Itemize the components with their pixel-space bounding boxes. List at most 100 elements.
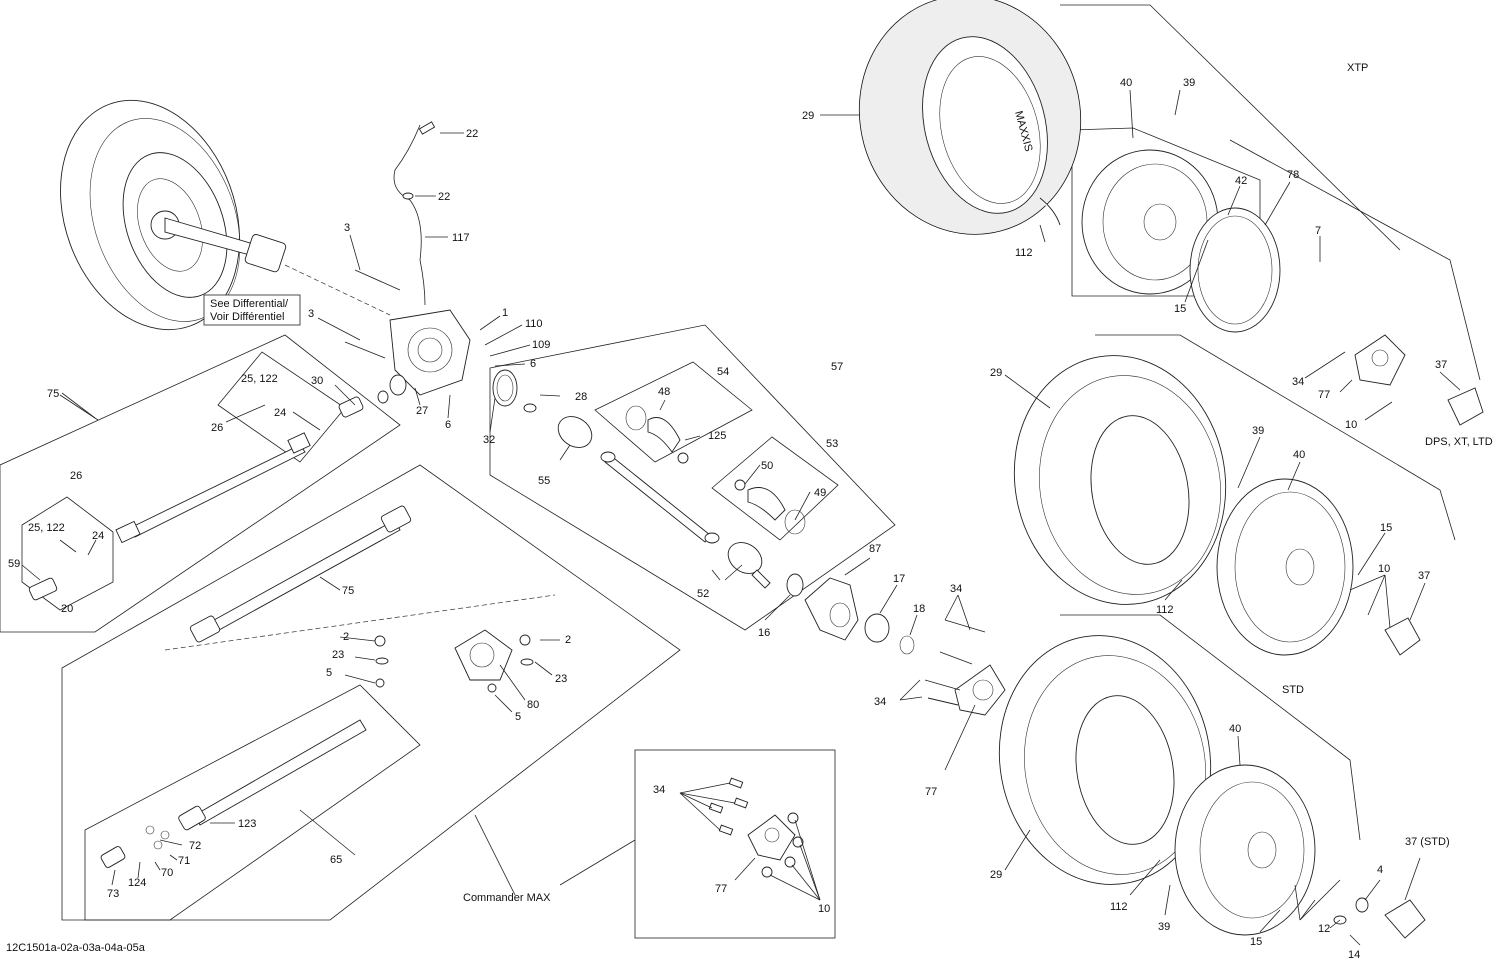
center-support-bearing xyxy=(374,629,534,693)
callout-50: 50 xyxy=(761,460,773,472)
commander-max-hub xyxy=(708,777,804,878)
callout-26: 26 xyxy=(70,470,82,482)
callout-39: 39 xyxy=(1252,425,1264,437)
callout-15: 15 xyxy=(1250,936,1262,948)
dps-tire xyxy=(1013,355,1227,605)
note-line-1: See Differential/ xyxy=(210,298,289,310)
callout-22: 22 xyxy=(438,191,450,203)
variant-dps-xt-ltd: DPS, XT, LTD xyxy=(1425,436,1493,448)
callout-117: 117 xyxy=(452,232,470,244)
callout-53: 53 xyxy=(826,438,838,450)
callout-55: 55 xyxy=(538,475,550,487)
callout-112: 112 xyxy=(1156,604,1174,616)
variant-xtp: XTP xyxy=(1347,62,1368,74)
callout-40: 40 xyxy=(1120,77,1132,89)
callout-34: 34 xyxy=(653,784,665,796)
callout-32: 32 xyxy=(483,434,495,446)
callout-18: 18 xyxy=(913,603,925,615)
drawing-code: 12C1501a-02a-03a-04a-05a xyxy=(6,942,146,954)
callout-112: 112 xyxy=(1015,247,1033,259)
front-drive-shaft-cv xyxy=(523,403,806,589)
callout-75: 75 xyxy=(342,585,354,597)
callout-29: 29 xyxy=(990,869,1002,881)
callout-37: 37 xyxy=(1418,570,1430,582)
callout-34: 34 xyxy=(950,583,962,595)
callout-30: 30 xyxy=(311,375,323,387)
callout-52: 52 xyxy=(697,588,709,600)
callout-3: 3 xyxy=(308,308,314,320)
callout-numbers: 22 22 117 3 3 1 110 109 6 6 27 32 28 75 … xyxy=(8,77,1450,961)
callout-73: 73 xyxy=(107,888,119,900)
callout-29: 29 xyxy=(802,110,814,122)
callout-37-std: 37 (STD) xyxy=(1405,836,1450,848)
callout-40: 40 xyxy=(1229,723,1241,735)
callout-23: 23 xyxy=(555,673,567,685)
propeller-shaft-rear xyxy=(100,719,367,868)
callout-39: 39 xyxy=(1183,77,1195,89)
callout-10: 10 xyxy=(1345,419,1357,431)
callout-27: 27 xyxy=(416,405,428,417)
callout-10: 10 xyxy=(818,903,830,915)
callout-5: 5 xyxy=(515,711,521,723)
callout-24: 24 xyxy=(92,530,104,542)
knuckle-and-hub xyxy=(786,573,1006,716)
callout-49: 49 xyxy=(814,487,826,499)
callout-5: 5 xyxy=(326,667,332,679)
std-tire xyxy=(998,635,1212,885)
front-axle-shaft xyxy=(164,217,391,316)
callout-25-122: 25, 122 xyxy=(28,522,65,534)
callout-1: 1 xyxy=(502,307,508,319)
callout-78: 78 xyxy=(1287,169,1299,181)
breather-hose xyxy=(393,121,436,306)
callout-15: 15 xyxy=(1174,303,1186,315)
callout-23: 23 xyxy=(332,649,344,661)
callout-16: 16 xyxy=(758,627,770,639)
callout-28: 28 xyxy=(575,391,587,403)
callout-37: 37 xyxy=(1435,359,1447,371)
rear-drive-shaft xyxy=(28,396,364,601)
variant-std: STD xyxy=(1282,684,1304,696)
callout-34: 34 xyxy=(874,696,886,708)
callout-124: 124 xyxy=(128,877,146,889)
callout-20: 20 xyxy=(61,603,73,615)
callout-6: 6 xyxy=(445,419,451,431)
callout-26: 26 xyxy=(211,422,223,434)
callout-123: 123 xyxy=(238,818,256,830)
callout-2: 2 xyxy=(343,631,349,643)
std-wheel xyxy=(1174,764,1426,939)
callout-54: 54 xyxy=(717,366,729,378)
propeller-shaft-front xyxy=(164,505,556,651)
callout-65: 65 xyxy=(330,854,342,866)
callout-125: 125 xyxy=(708,430,726,442)
callout-70: 70 xyxy=(161,867,173,879)
callout-4: 4 xyxy=(1377,864,1383,876)
callout-29: 29 xyxy=(990,367,1002,379)
callout-39: 39 xyxy=(1158,921,1170,933)
callout-77: 77 xyxy=(925,786,937,798)
callout-71: 71 xyxy=(178,855,190,867)
dps-wheel xyxy=(1216,478,1421,656)
note-line-2: Voir Différentiel xyxy=(210,311,284,323)
callout-42: 42 xyxy=(1235,175,1247,187)
callout-77: 77 xyxy=(1318,389,1330,401)
leader-lines xyxy=(21,89,1461,946)
callout-10: 10 xyxy=(1378,563,1390,575)
differential-assembly xyxy=(344,269,518,407)
callout-87: 87 xyxy=(869,543,881,555)
callout-12: 12 xyxy=(1318,923,1330,935)
callout-14: 14 xyxy=(1348,949,1360,961)
callout-7: 7 xyxy=(1315,225,1321,237)
callout-3: 3 xyxy=(344,222,350,234)
callout-110: 110 xyxy=(525,318,543,330)
callout-109: 109 xyxy=(532,339,550,351)
group-outlines xyxy=(0,4,1481,939)
callout-48: 48 xyxy=(658,386,670,398)
callout-59: 59 xyxy=(8,558,20,570)
callout-77: 77 xyxy=(715,883,727,895)
callout-15: 15 xyxy=(1380,522,1392,534)
callout-75: 75 xyxy=(47,388,59,400)
callout-112: 112 xyxy=(1110,901,1128,913)
xtp-wheel xyxy=(1081,149,1484,426)
variant-labels: XTP DPS, XT, LTD STD Commander MAX 12C15… xyxy=(6,62,1493,954)
callout-40: 40 xyxy=(1293,449,1305,461)
